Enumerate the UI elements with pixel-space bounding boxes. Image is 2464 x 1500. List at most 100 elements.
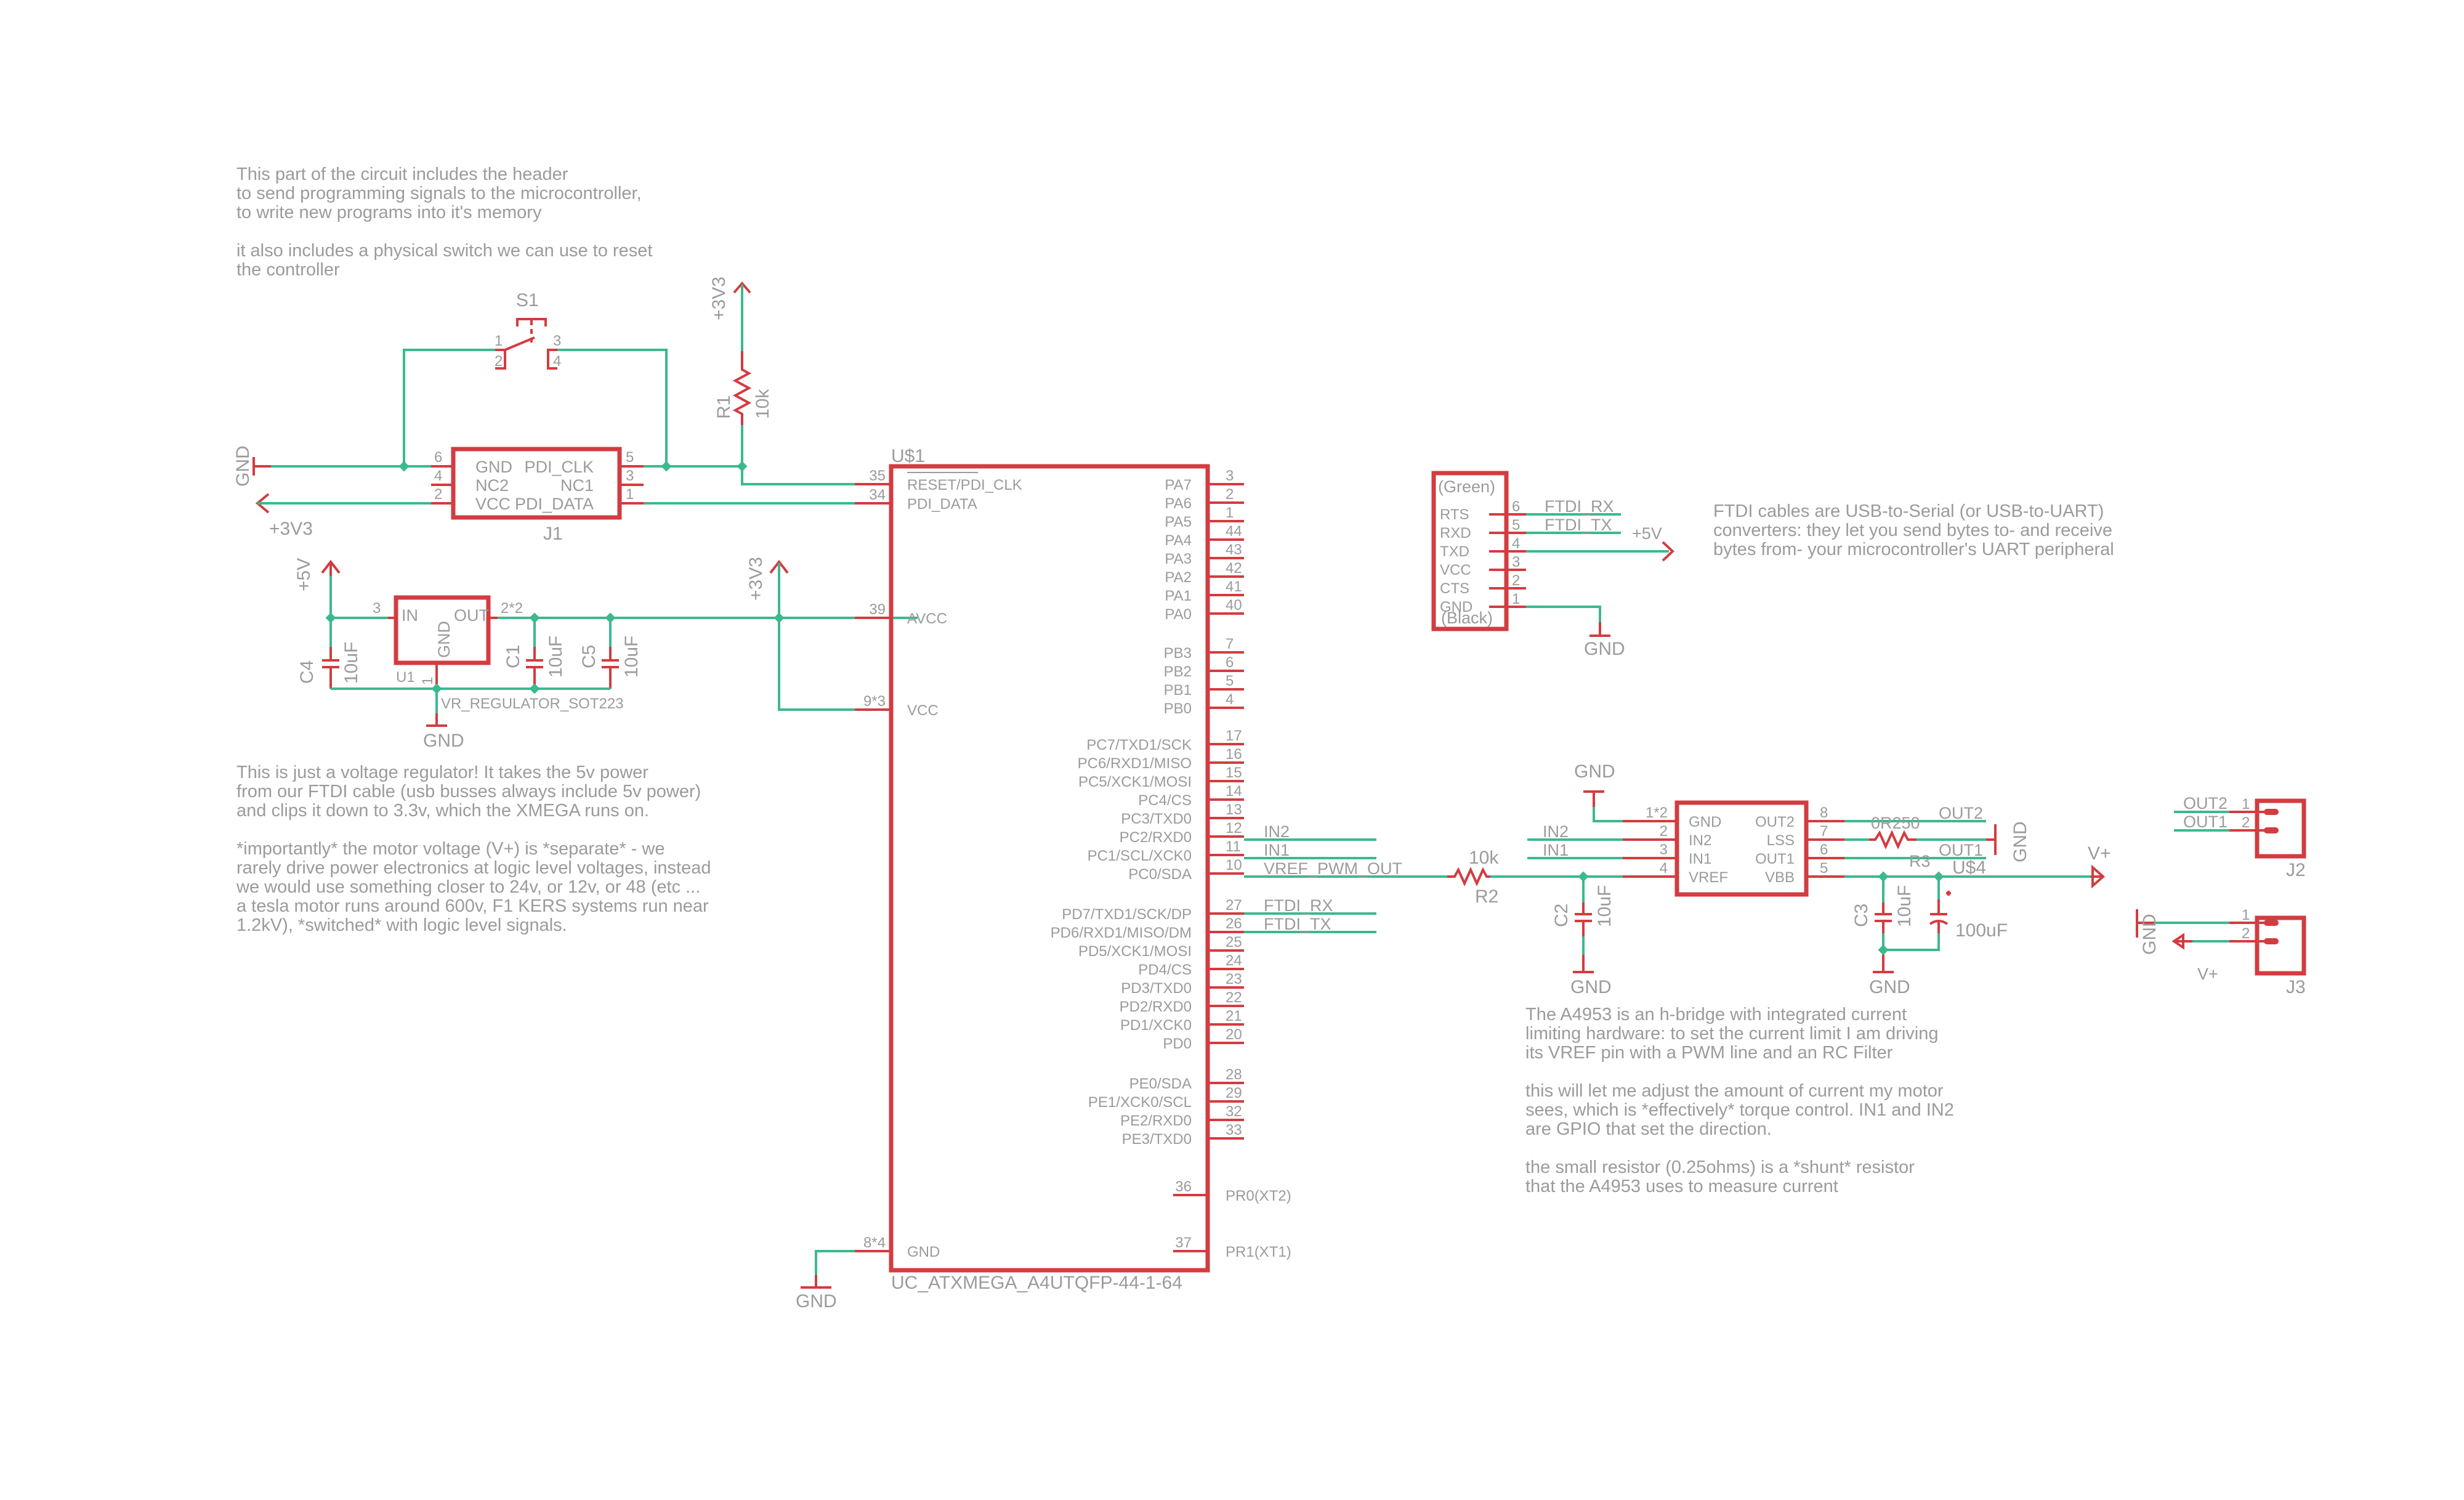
mcu-pin-number: 13 [1226, 801, 1242, 818]
capacitor-c1[interactable]: C1 10uF [503, 618, 566, 689]
wire-s1-gnd [403, 349, 495, 466]
mcu-pin-label: PA2 [1165, 569, 1192, 586]
gnd-symbol-icon [426, 713, 447, 727]
switch-pin-right [547, 349, 557, 370]
j3-pin: 2 [2242, 925, 2250, 942]
mcu-pin-number: 37 [1175, 1234, 1192, 1251]
ftdi-pin-number: 2 [1512, 572, 1520, 589]
mcu-pin-number: 17 [1226, 728, 1242, 744]
s1-pin-3: 3 [553, 333, 561, 349]
note-line: bytes from- your microcontroller's UART … [1713, 540, 2114, 559]
gnd-label: GND [1570, 977, 1612, 997]
ftdi-pin-number: 6 [1512, 498, 1520, 515]
capacitor-bulk[interactable]: 100uF [1883, 877, 2008, 951]
gnd-symbol-icon [801, 1275, 831, 1289]
r2-value: 10k [1469, 848, 1499, 868]
note-line: This part of the circuit includes the he… [236, 164, 568, 184]
r1-value: 10k [753, 389, 773, 419]
switch-s1[interactable]: S1 1 2 3 4 [495, 290, 561, 370]
mcu-pin-label: PD3/TXD0 [1121, 980, 1192, 997]
resistor-icon [1869, 830, 1917, 849]
capacitor-c4[interactable]: C4 10uF [297, 618, 362, 689]
resistor-r1[interactable]: +3V3 R1 10k [709, 277, 773, 466]
note-line: from our FTDI cable (usb busses always i… [236, 782, 701, 801]
hbridge-name: U$4 [1952, 857, 1986, 878]
capacitor-c3[interactable]: C3 10uF GND [1851, 877, 1915, 997]
resistor-r3[interactable]: 0R250 R3 GND [1844, 814, 2030, 870]
ftdi-pin-label: RXD [1440, 525, 1471, 541]
c3-name: C3 [1851, 904, 1872, 927]
mcu-pin-label: PC4/CS [1138, 792, 1192, 809]
connector-j3[interactable]: GND V+ 1 2 J3 [2136, 907, 2306, 997]
gnd-label: GND [1574, 761, 1615, 782]
j1-name: J1 [543, 524, 563, 544]
header-j1[interactable]: 6 4 2 5 3 1 GND NC2 VCC PDI_CLK NC1 PDI_… [431, 447, 644, 544]
mcu-pin-label: PD1/XCK0 [1120, 1017, 1192, 1034]
mcu-pin-number: 23 [1226, 971, 1242, 987]
mcu-pin-number: 24 [1226, 952, 1242, 969]
note-line: rarely drive power electronics at logic … [236, 858, 711, 878]
polarized-capacitor-icon [1929, 891, 1951, 933]
regulator-u1[interactable]: +5V IN OUT GND 3 2*2 1 U1 VR_REGULATOR_S… [294, 558, 624, 712]
note-line: *importantly* the motor voltage (V+) is … [236, 839, 665, 859]
capacitor-c2[interactable]: C2 10uF GND [1551, 877, 1615, 997]
j1-pin-label: NC2 [475, 476, 509, 495]
mcu-pin-number: 41 [1226, 578, 1242, 595]
connector-j2[interactable]: OUT2 OUT1 1 2 J2 [2174, 794, 2306, 880]
mcu-pin-label: GND [907, 1244, 940, 1260]
mcu-pin-label: PE3/TXD0 [1122, 1131, 1192, 1148]
ftdi-pin-label: CTS [1440, 580, 1469, 597]
pin-lines [2229, 922, 2266, 943]
hb-pin-label: VREF [1689, 869, 1728, 886]
power-3v3-label: +3V3 [709, 277, 729, 320]
hb-pin-number: 1*2 [1646, 805, 1668, 821]
arrow-3v3-icon [733, 281, 751, 294]
mcu-pin-label: PDI_DATA [907, 496, 977, 513]
hb-pin-label: IN2 [1689, 832, 1711, 849]
mcu-pin-number: 9*3 [863, 693, 886, 710]
mcu-pin-number: 36 [1175, 1178, 1192, 1195]
wire-hb-out [1844, 820, 1986, 859]
j1-pin: 1 [626, 486, 634, 503]
c4-value: 10uF [341, 642, 362, 684]
mcu-pin-number: 6 [1226, 654, 1234, 671]
ftdi-top-label: (Green) [1438, 477, 1495, 496]
mcu-pin-number: 28 [1226, 1066, 1242, 1083]
switch-pin-left [495, 349, 506, 370]
net-label-in1: IN1 [1543, 841, 1569, 859]
u1-in-label: IN [402, 606, 418, 625]
u1-pin: 1 [419, 677, 436, 685]
capacitor-c5[interactable]: C5 10uF [579, 618, 642, 689]
microcontroller-u1[interactable]: U$1 35RESET/PDI_CLK34PDI_DATA39AVCC9*3VC… [855, 446, 1291, 1293]
c2-name: C2 [1551, 904, 1572, 927]
j1-pin-label: PDI_CLK [524, 458, 594, 476]
hb-pin-number: 8 [1820, 805, 1828, 821]
j1-pins [431, 465, 644, 505]
mcu-pin-number: 27 [1226, 897, 1242, 914]
hb-pin-number: 5 [1820, 860, 1828, 877]
gnd-symbol-icon [1873, 955, 1894, 973]
resistor-r2[interactable]: 10k R2 [1447, 848, 1499, 907]
ftdi-pin-number: 4 [1512, 535, 1520, 552]
mcu-pin-number: 14 [1226, 783, 1242, 800]
mcu-pin-label: PC3/TXD0 [1121, 811, 1192, 827]
mcu-pin-label: PA6 [1165, 495, 1192, 512]
resistor-icon [1447, 867, 1490, 886]
u1-pin: 3 [373, 600, 381, 617]
pin-icon [2264, 920, 2279, 926]
mcu-pin-label: RESET/PDI_CLK [907, 477, 1022, 493]
junction-dot [661, 461, 672, 472]
hb-pin-label: VBB [1765, 869, 1795, 886]
vplus-arrow-icon [2171, 933, 2192, 950]
net-label-ftdi-tx: FTDI_TX [1545, 516, 1612, 534]
note-line: this will let me adjust the amount of cu… [1525, 1081, 1944, 1101]
r3-name: R3 [1909, 852, 1931, 870]
u1-pin: 2*2 [501, 600, 523, 617]
gnd-symbol-icon [1589, 622, 1610, 637]
arrow-3v3-icon [769, 559, 789, 574]
j2-pin: 2 [2242, 814, 2250, 831]
mcu-pin-label: PE2/RXD0 [1120, 1113, 1192, 1129]
